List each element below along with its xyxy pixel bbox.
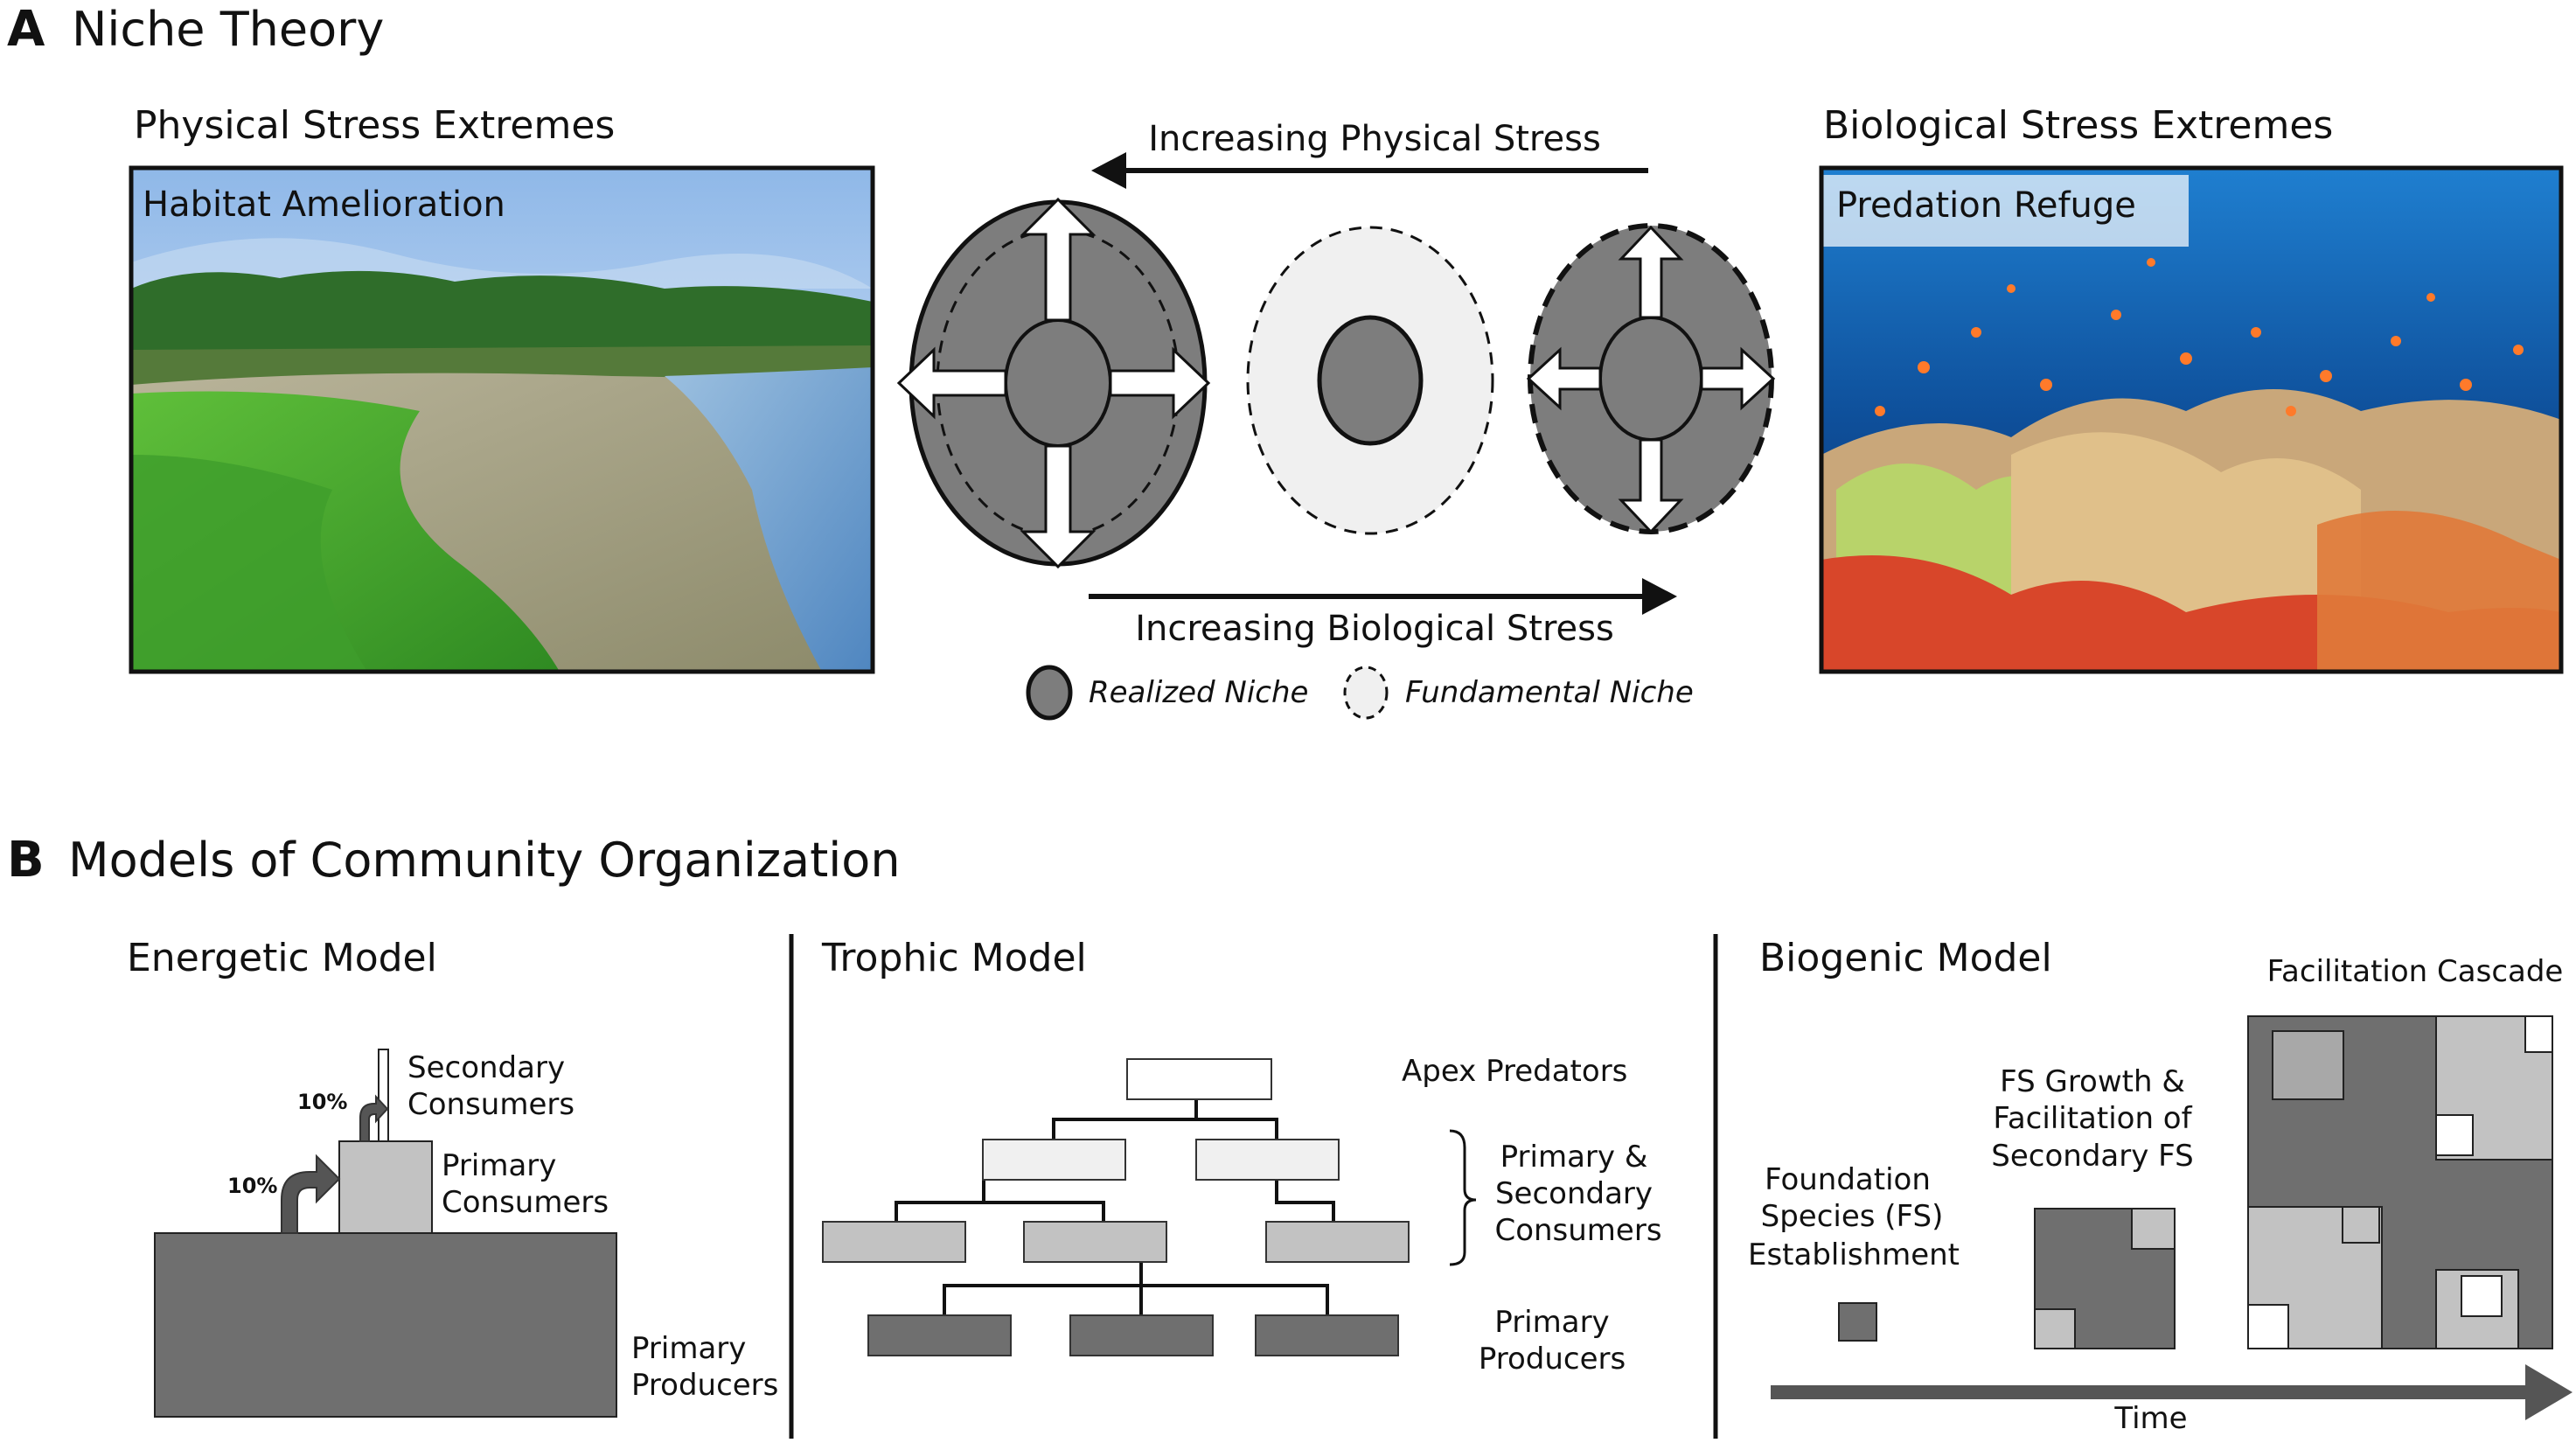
secondary-consumers-label-2: Consumers [407,1087,574,1122]
consumer-box-lower-3 [1265,1221,1410,1263]
panel-a-letter: A [7,1,45,58]
producers-label-1: Primary [631,1331,746,1366]
primary-consumers-label-1: Primary [442,1148,556,1183]
trophic-title: Trophic Model [821,936,1087,980]
right-photo-caption: Predation Refuge [1836,185,2136,226]
establish-label-3: Establishment [1748,1237,1960,1272]
apex-label: Apex Predators [1402,1054,1627,1089]
establish-label-2: Species (FS) [1761,1199,1944,1234]
producers-block [154,1232,617,1418]
biological-stress-label: Increasing Biological Stress [1135,609,1614,649]
trophic-producers-label-2: Producers [1479,1342,1626,1377]
pct-upper: 10% [297,1090,347,1114]
consumer-box-lower-2 [1023,1221,1167,1263]
trophic-diagram [895,1100,1335,1314]
producer-box-1 [867,1314,1012,1356]
marsh-photo [129,165,875,674]
physical-stress-label: Increasing Physical Stress [1148,119,1601,159]
left-heading: Physical Stress Extremes [134,103,615,148]
legend-realized-label: Realized Niche [1089,675,1308,710]
niche-legend [1026,665,1389,721]
panel-b-letter: B [7,832,45,889]
trophic-boxes [822,1058,1410,1356]
arrow-up-icon [1020,197,1097,322]
arrow-left-icon [1526,346,1602,411]
arrow-up-icon [1618,225,1684,319]
producer-box-3 [1255,1314,1399,1356]
energy-flow-lower-arrow [281,1154,341,1234]
primary-consumers-block [338,1140,433,1234]
growth-label-2: Facilitation of [1993,1101,2192,1136]
physical-stress-arrow [1091,152,1648,189]
trophic-consumers-label-2: Secondary [1495,1176,1653,1211]
fs-establishment-square [1838,1302,1877,1342]
trophic-producers-label-1: Primary [1494,1305,1609,1340]
energetic-diagram [154,1049,617,1418]
pct-lower: 10% [227,1174,277,1198]
panel-b-title: Models of Community Organization [68,833,901,888]
consumer-box-upper-1 [982,1139,1126,1181]
trophic-consumers-label-1: Primary & [1500,1140,1648,1175]
producers-label-2: Producers [631,1368,778,1403]
growth-label-1: FS Growth & [2000,1064,2185,1099]
consumer-brace [1449,1129,1477,1266]
arrow-right-icon [1700,346,1776,411]
arrow-left-icon [896,346,1007,420]
time-label: Time [2113,1401,2187,1436]
trophic-consumers-label-3: Consumers [1494,1213,1661,1248]
arrow-right-icon [1109,346,1211,420]
apex-predator-box [1126,1058,1272,1100]
consumer-box-lower-1 [822,1221,966,1263]
producer-box-2 [1069,1314,1214,1356]
biogenic-title: Biogenic Model [1759,936,2052,980]
cascade-label: Facilitation Cascade [2267,954,2564,989]
left-photo-caption: Habitat Amelioration [143,185,505,225]
biological-stress-arrow [1089,578,1677,615]
secondary-consumers-block [378,1049,389,1142]
energy-flow-upper-arrow [359,1094,389,1142]
arrow-down-icon [1618,438,1684,534]
energetic-title: Energetic Model [127,936,437,980]
secondary-consumers-label-1: Secondary [407,1050,565,1085]
realized-niche-swatch [1026,665,1073,721]
right-heading: Biological Stress Extremes [1823,103,2333,148]
panel-a-title: Niche Theory [72,2,384,57]
primary-consumers-label-2: Consumers [442,1185,609,1220]
biogenic-diagram [1838,1015,2553,1349]
time-arrow [1771,1364,2573,1420]
growth-label-3: Secondary FS [1991,1139,2193,1174]
establish-label-1: Foundation [1765,1162,1931,1197]
niche-expanded-right [1526,223,1776,534]
fundamental-niche-swatch [1343,666,1389,720]
consumer-box-upper-2 [1195,1139,1340,1181]
niche-expanded-left [896,197,1211,569]
niche-center [1246,226,1494,535]
legend-fundamental-label: Fundamental Niche [1405,675,1694,710]
arrow-down-icon [1020,444,1097,569]
reef-photo [1819,165,2564,674]
